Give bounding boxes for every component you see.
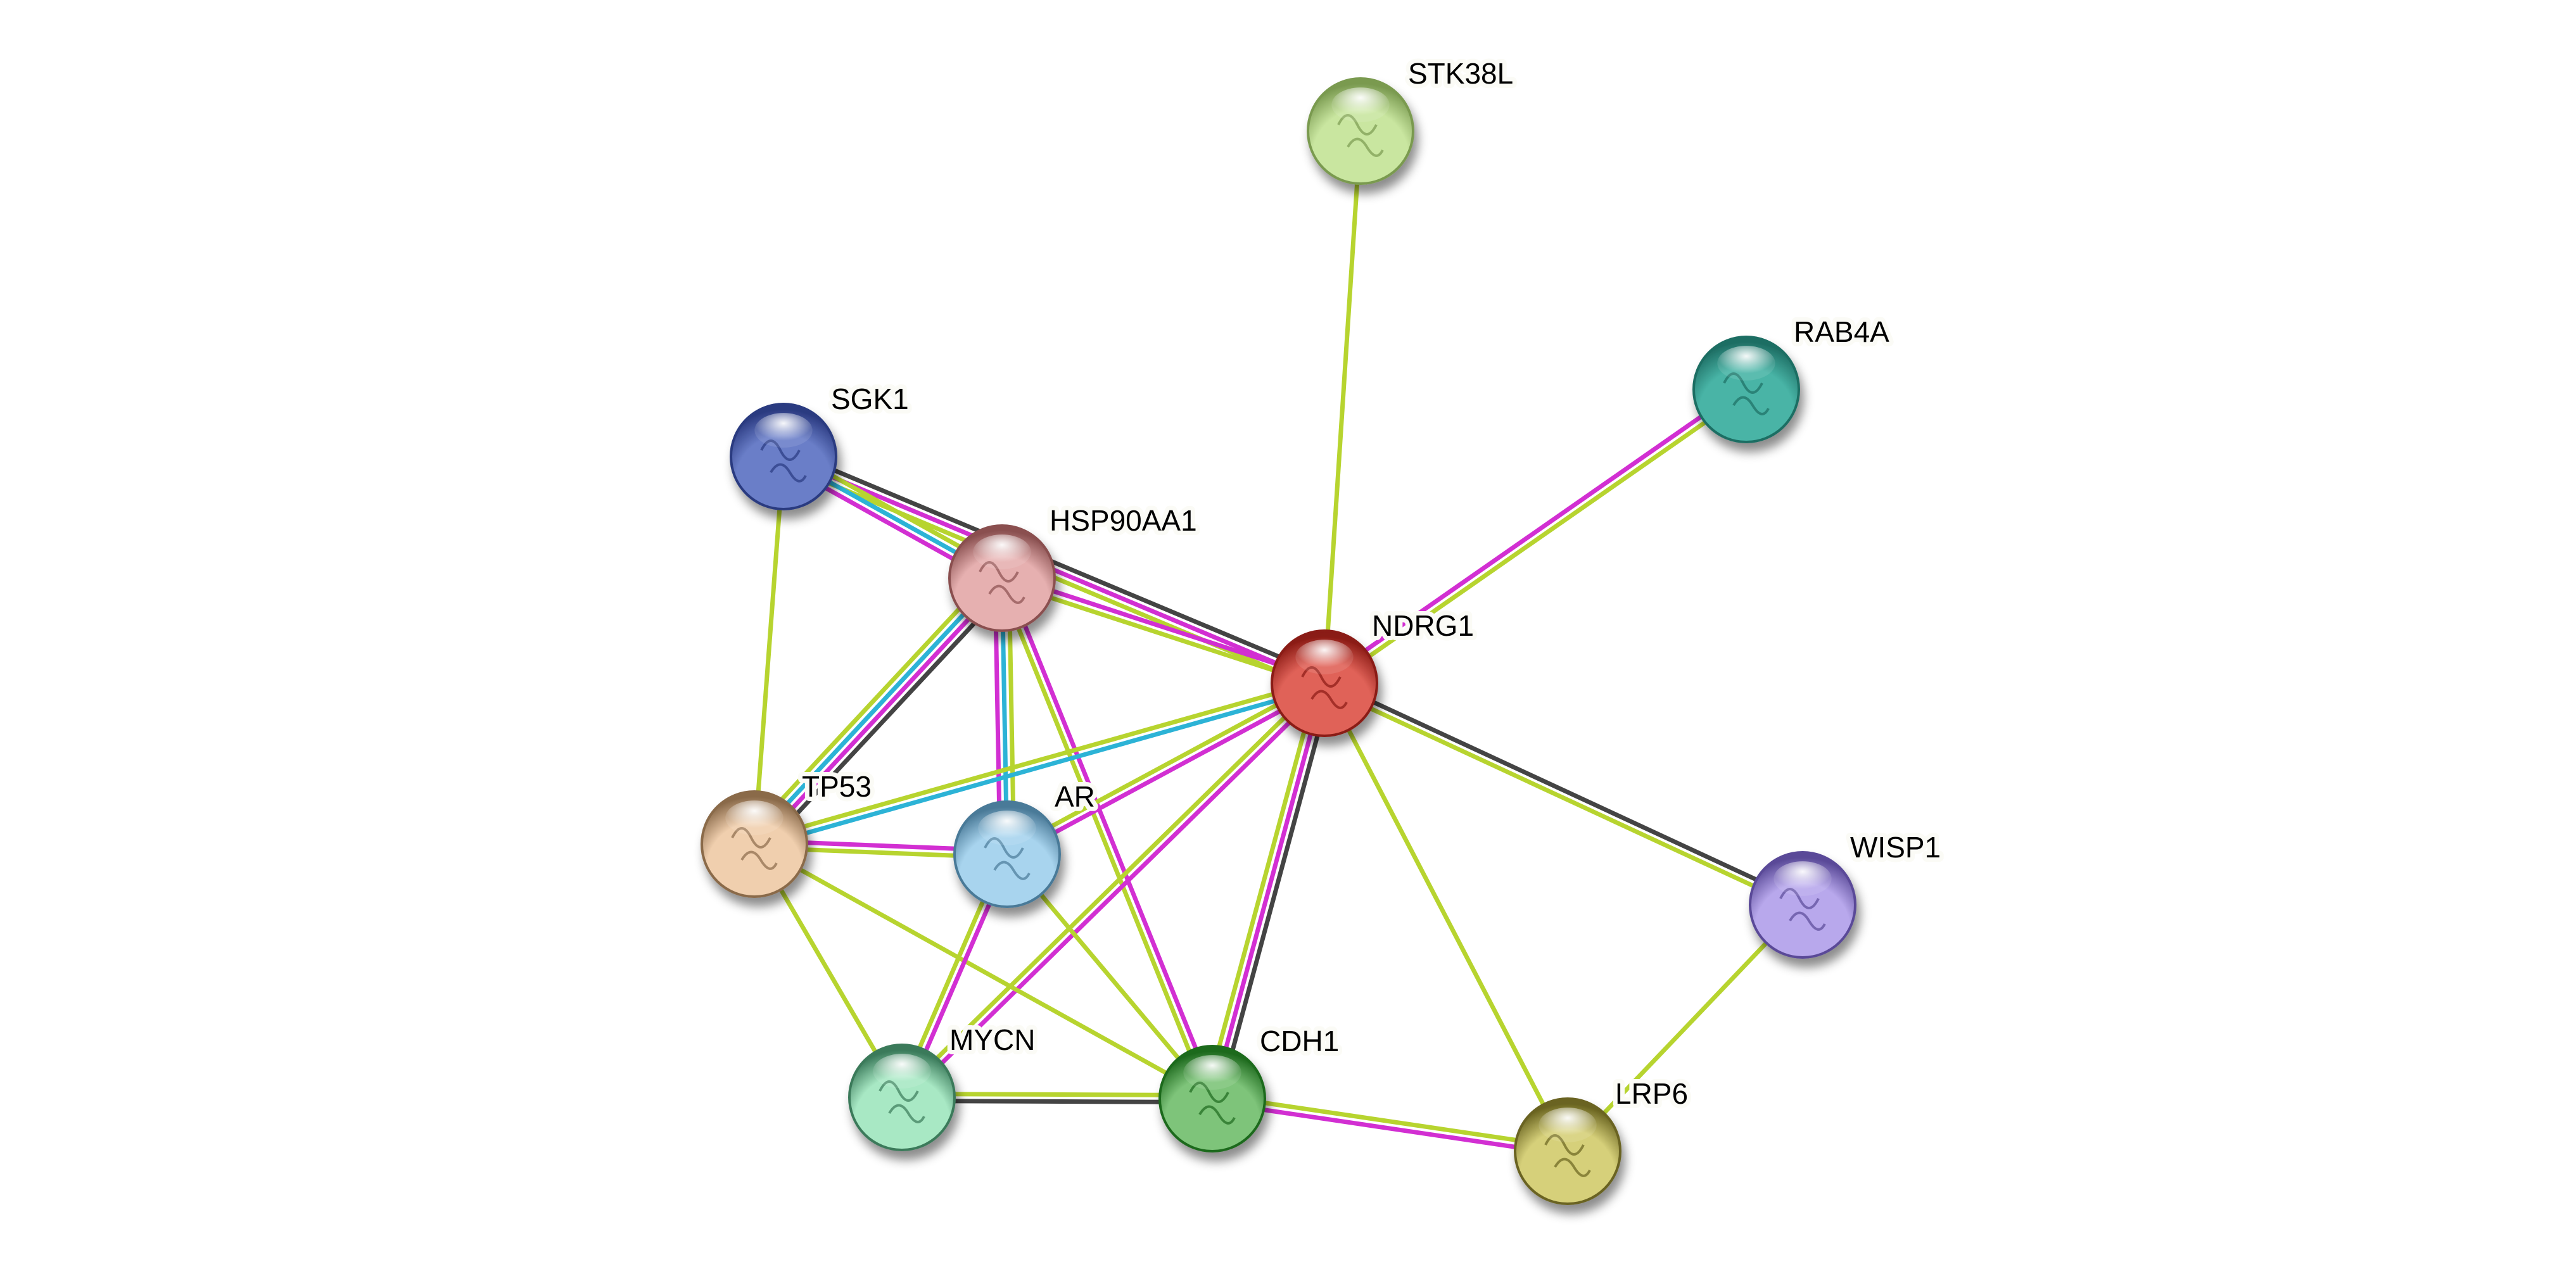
edge-evidence-experiments [1210,683,1327,1099]
edge-evidence-experiments [1007,684,1328,859]
edge-evidence-textmining [1325,390,1750,688]
node-label: SGK1 [831,382,909,415]
gloss-highlight [973,534,1031,569]
gloss-highlight [1183,1055,1241,1090]
node-label: RAB4A [1794,315,1889,348]
edge-evidence-experiments [755,579,1006,849]
node-rab4a[interactable]: RAB4A [1692,311,1894,443]
node-label: TP53 [802,770,872,803]
edges-layer [745,130,1805,1157]
edge-evidence-textmining [1203,681,1320,1098]
edge-evidence-textmining [1322,130,1363,684]
node-label: CDH1 [1260,1025,1339,1058]
node-ndrg1[interactable]: NDRG1 [1271,605,1478,737]
edge-evidence-textmining [1322,684,1803,911]
edge-ndrg1-lrp6[interactable] [1322,682,1570,1152]
node-mycn[interactable]: MYCN [848,1019,1039,1151]
gloss-highlight [1539,1108,1597,1142]
edge-ndrg1-cdh1[interactable] [1203,681,1333,1101]
node-hsp90aa1[interactable]: HSP90AA1 [948,500,1202,632]
node-label: AR [1055,780,1095,813]
edge-ndrg1-tp53[interactable] [752,678,1326,850]
edge-evidence-textmining [1212,1093,1569,1151]
edge-evidence-experiments [1321,384,1746,683]
edge-evidence-coexpression [785,448,1328,679]
gloss-highlight [1331,87,1390,122]
node-label: HSP90AA1 [1050,504,1197,537]
node-cdh1[interactable]: CDH1 [1158,1020,1343,1152]
edge-hsp90aa1-ndrg1[interactable] [1000,572,1326,689]
gloss-highlight [1295,640,1354,674]
node-wisp1[interactable]: WISP1 [1749,826,1945,959]
node-label: STK38L [1408,57,1513,90]
gloss-highlight [1717,346,1775,381]
edge-ndrg1-ar[interactable] [1004,678,1328,859]
node-stk38l[interactable]: STK38L [1307,53,1518,185]
edge-rab4a-ndrg1[interactable] [1321,384,1750,688]
edge-tp53-cdh1[interactable] [753,842,1214,1101]
edge-evidence-textmining [1004,678,1324,854]
edge-evidence-textmining [1000,579,1324,689]
gloss-highlight [754,413,813,448]
edge-evidence-coexpression [1324,678,1805,904]
gloss-highlight [873,1054,931,1089]
edge-evidence-experiments [1003,576,1218,1099]
edge-evidence-experiments [903,684,1329,1102]
edge-wisp1-lrp6[interactable] [1566,903,1805,1153]
node-label: MYCN [949,1023,1035,1056]
edge-hsp90aa1-cdh1[interactable] [996,576,1218,1101]
edge-evidence-textmining [898,679,1324,1097]
edge-ndrg1-wisp1[interactable] [1322,678,1805,911]
edge-evidence-databases [754,684,1326,850]
edge-stk38l-ndrg1[interactable] [1322,130,1363,684]
node-lrp6[interactable]: LRP6 [1514,1073,1692,1205]
edge-evidence-textmining [752,678,1324,843]
node-sgk1[interactable]: SGK1 [730,378,913,510]
edge-evidence-textmining [745,569,996,839]
gloss-highlight [1773,861,1832,896]
edge-evidence-textmining [752,456,786,845]
edge-evidence-coexpression [760,583,1012,853]
edge-evidence-textmining [996,578,1212,1101]
edge-hsp90aa1-tp53[interactable] [745,569,1012,853]
node-label: WISP1 [1850,831,1941,864]
node-ar[interactable]: AR [953,776,1100,908]
edge-evidence-databases [750,574,1001,843]
edge-evidence-textmining [1566,903,1805,1153]
edge-evidence-experiments [1002,572,1326,683]
node-label: LRP6 [1615,1077,1688,1110]
edge-evidence-experiments [1211,1099,1568,1157]
node-label: NDRG1 [1372,609,1474,642]
gloss-highlight [725,800,784,835]
edge-evidence-textmining [753,842,1214,1101]
edge-sgk1-tp53[interactable] [752,456,786,845]
gloss-highlight [978,811,1036,845]
edge-evidence-textmining [1322,682,1570,1152]
edge-evidence-coexpression [1217,684,1333,1101]
node-tp53[interactable]: TP53 [701,766,876,898]
edge-ndrg1-mycn[interactable] [898,679,1329,1102]
edge-cdh1-lrp6[interactable] [1211,1093,1569,1157]
